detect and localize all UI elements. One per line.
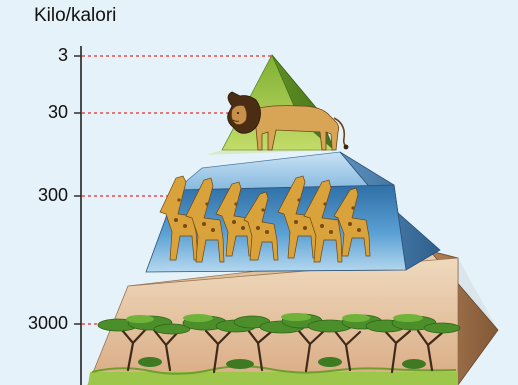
- tick-label-3: 3: [8, 45, 68, 66]
- axis-title: Kilo/kalori: [34, 5, 116, 27]
- tick-label-30: 30: [8, 102, 68, 123]
- tick-label-300: 300: [8, 185, 68, 206]
- tick-label-3000: 3000: [8, 313, 68, 334]
